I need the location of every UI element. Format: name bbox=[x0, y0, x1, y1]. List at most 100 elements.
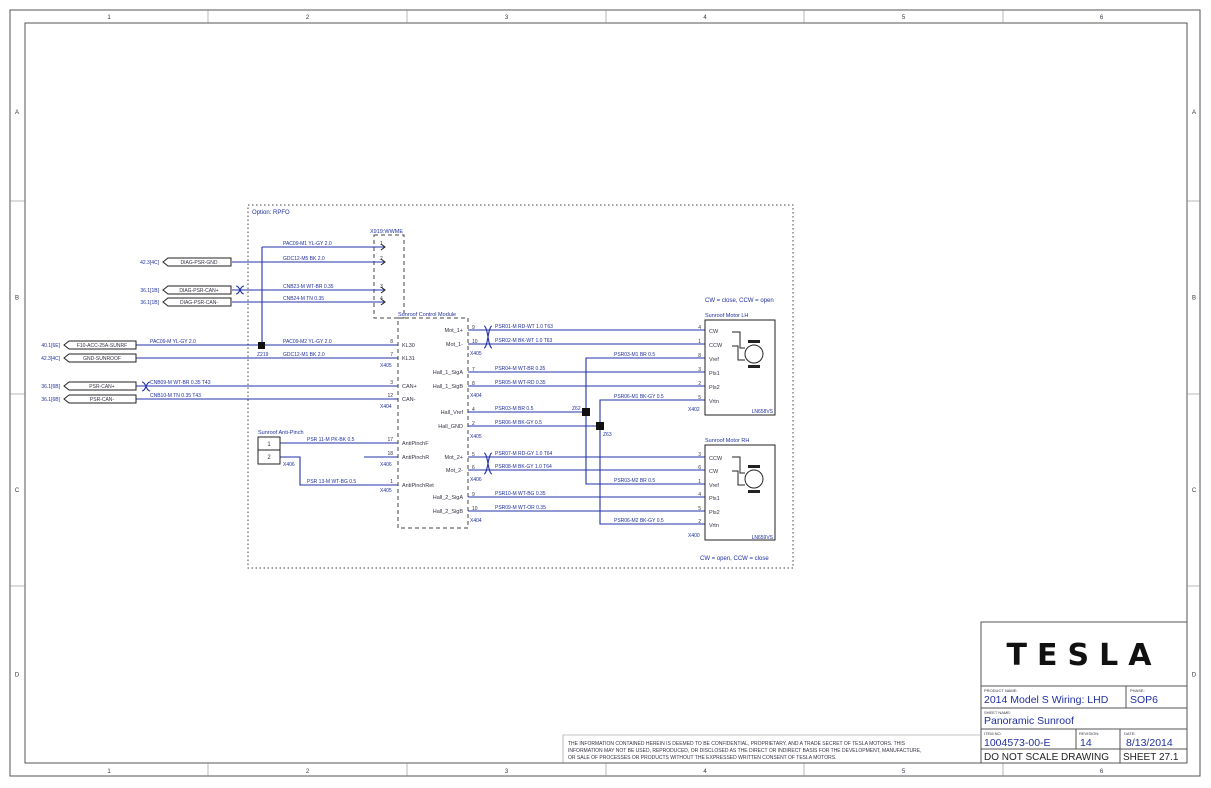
wire-label: 3 bbox=[380, 284, 383, 290]
item-number: 1004573-00-E bbox=[984, 737, 1051, 749]
tesla-logo: TESLA bbox=[1007, 638, 1162, 673]
motor-lh-note: CW = close, CCW = open bbox=[705, 298, 774, 304]
splice-dot bbox=[582, 408, 590, 416]
pin-label: Mot_1+ bbox=[445, 328, 464, 334]
pin-label: Pls2 bbox=[709, 510, 720, 516]
signal-name: GND-SUNROOF bbox=[83, 356, 121, 362]
wire-label: CNB10-M TN 0.35 T43 bbox=[150, 393, 201, 399]
wire-label: PSR06-M2 BK-GY 0.5 bbox=[614, 518, 664, 524]
sheet-reference: 40.1[6E] bbox=[41, 343, 60, 349]
motor-lh-box bbox=[704, 319, 776, 416]
connector-arrow-icon bbox=[380, 298, 386, 306]
wire-label: PSR09-M WT-OR 0.35 bbox=[495, 505, 546, 511]
pin-number: 8 bbox=[698, 353, 701, 359]
pin-label: AntiPinchF bbox=[402, 441, 429, 447]
row-label: C bbox=[15, 488, 20, 494]
wire-label: PSR02-M BK-WT 1.0 T63 bbox=[495, 338, 553, 344]
outer-frame bbox=[9, 9, 1201, 777]
off-page-connector bbox=[63, 381, 137, 391]
svg-text:DATE:: DATE: bbox=[1124, 731, 1135, 736]
pin-number: 3 bbox=[698, 452, 701, 458]
pin-number: 4 bbox=[698, 492, 701, 498]
svg-text:REVISION:: REVISION: bbox=[1079, 731, 1099, 736]
pin-number: 7 bbox=[390, 352, 393, 358]
pin-label: Vrtn bbox=[709, 399, 719, 405]
twisted-pair-icon bbox=[483, 452, 493, 475]
pin-number: 17 bbox=[387, 437, 393, 443]
wire bbox=[585, 357, 705, 412]
wire-label: PSR 11-M PK-BK 0.5 bbox=[307, 437, 355, 443]
pin-number: 5 bbox=[698, 506, 701, 512]
svg-text:PHASE:: PHASE: bbox=[1130, 688, 1145, 693]
pin-label: Mot_2+ bbox=[445, 455, 464, 461]
connector-label: X404 bbox=[380, 404, 392, 410]
pin-number: 5 bbox=[472, 452, 475, 458]
product-name: 2014 Model S Wiring: LHD bbox=[984, 694, 1109, 706]
splice-dot bbox=[258, 342, 265, 349]
column-label: 4 bbox=[703, 15, 707, 21]
motor-rh-conn: X400 bbox=[688, 533, 700, 539]
pin-label: Pls2 bbox=[709, 385, 720, 391]
column-label: 4 bbox=[703, 769, 707, 775]
twisted-pair-icon bbox=[141, 381, 151, 392]
signal-name: F10-ACC-25A-SUNRF bbox=[77, 343, 127, 349]
column-label: 5 bbox=[902, 15, 906, 21]
wire-label: 4 bbox=[380, 296, 383, 302]
connector-arrow-icon bbox=[380, 258, 386, 266]
wire-label: PSR 13-M WT-BG 0.5 bbox=[307, 479, 356, 485]
phase: SOP6 bbox=[1130, 694, 1158, 706]
off-page-connector bbox=[63, 353, 137, 363]
row-label: B bbox=[15, 296, 19, 302]
off-page-connector bbox=[63, 394, 137, 404]
connector-label: X404 bbox=[470, 393, 482, 399]
svg-text:PRODUCT NAME:: PRODUCT NAME: bbox=[984, 688, 1017, 693]
pin-number: 12 bbox=[387, 393, 393, 399]
off-page-connector bbox=[162, 257, 232, 267]
sheet-name: Panoramic Sunroof bbox=[984, 715, 1074, 727]
pin-label: AntiPinchR bbox=[402, 455, 429, 461]
pin-label: Vref bbox=[709, 357, 719, 363]
wire bbox=[599, 426, 705, 525]
pin-label: CCW bbox=[709, 456, 723, 462]
pin-number: 4 bbox=[698, 325, 701, 331]
pin-label: Hall_2_SigA bbox=[433, 495, 464, 501]
pin-label: Hall_Vref bbox=[441, 410, 464, 416]
svg-text:SHEET NAME:: SHEET NAME: bbox=[984, 710, 1011, 715]
scale-note: DO NOT SCALE DRAWING bbox=[984, 752, 1109, 763]
pin-label: Vref bbox=[709, 483, 719, 489]
anti-pinch-pin1: 1 bbox=[267, 442, 271, 448]
pin-number: 3 bbox=[698, 367, 701, 373]
motor-lh-conn: X402 bbox=[688, 407, 700, 413]
row-label: A bbox=[15, 110, 19, 116]
wire-label: PSR05-M WT-RD 0.35 bbox=[495, 380, 546, 386]
pin-label: Hall_1_SigA bbox=[433, 370, 464, 376]
module-title: Sunroof Control Module bbox=[398, 312, 456, 318]
pin-number: 6 bbox=[472, 465, 475, 471]
motor-lh-part: LN658VS bbox=[752, 409, 774, 415]
off-page-connector bbox=[162, 285, 232, 295]
wire bbox=[599, 399, 705, 426]
anti-pinch-pin2: 2 bbox=[267, 455, 271, 461]
pin-number: 2 bbox=[698, 519, 701, 525]
connector-label: X405 bbox=[380, 488, 392, 494]
pin-number: 10 bbox=[472, 506, 478, 512]
splice-label: Z219 bbox=[257, 352, 269, 358]
svg-text:ITEM NO.: ITEM NO. bbox=[984, 731, 1002, 736]
column-label: 3 bbox=[505, 769, 509, 775]
sheet-reference: 36.1[6B] bbox=[41, 397, 60, 403]
sunroof-control-module bbox=[397, 317, 469, 529]
pin-label: CW bbox=[709, 469, 719, 475]
pin-number: 9 bbox=[472, 492, 475, 498]
wire-label: PAC09-M2 YL-GY 2.0 bbox=[283, 339, 332, 345]
pin-label: CCW bbox=[709, 343, 723, 349]
disclaimer-line-3: OR SALE OF PROCESSES OR PRODUCTS WITHOUT… bbox=[568, 755, 836, 761]
motor-rh-symbol bbox=[732, 456, 764, 493]
off-page-connector bbox=[63, 340, 137, 350]
pin-number: 9 bbox=[472, 325, 475, 331]
signal-name: PSR-CAN- bbox=[90, 397, 115, 403]
wire bbox=[585, 412, 705, 485]
row-label: D bbox=[15, 673, 20, 679]
wire-label: PSR07-M RD-GY 1.0 T64 bbox=[495, 451, 553, 457]
pin-number: 2 bbox=[698, 381, 701, 387]
column-label: 2 bbox=[306, 769, 310, 775]
